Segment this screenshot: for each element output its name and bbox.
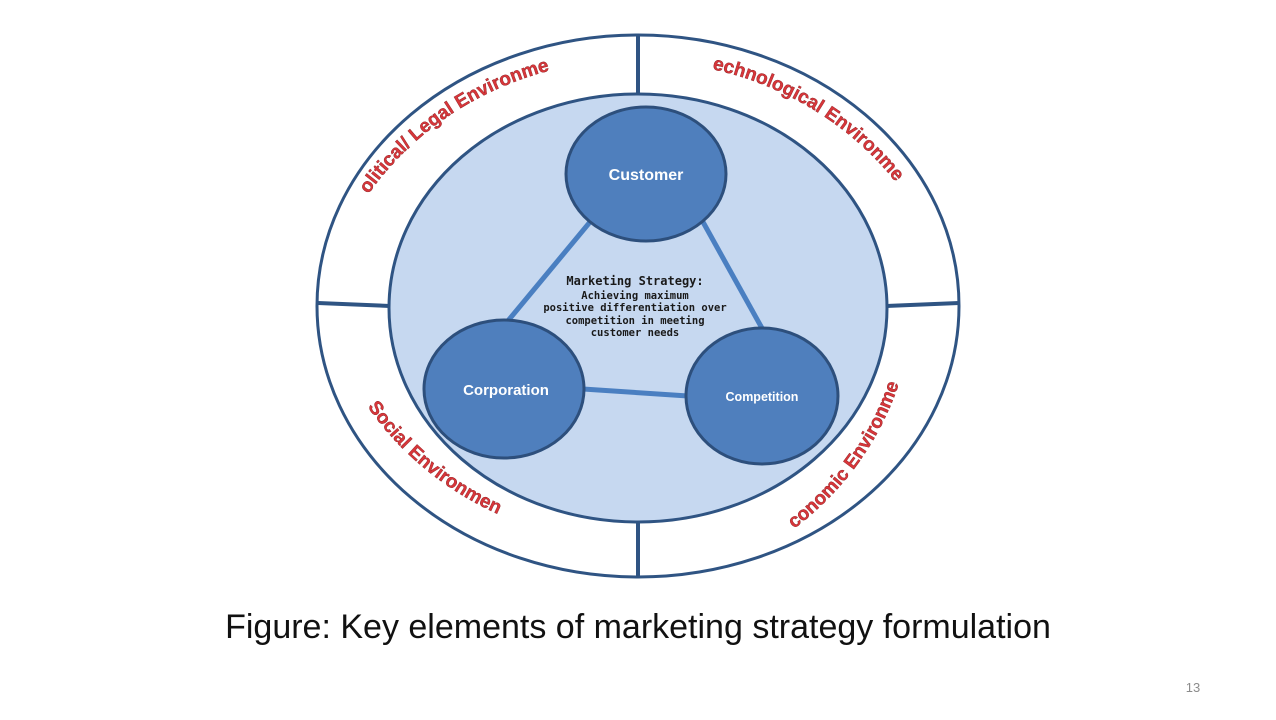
strategy-line: competition in meeting — [565, 315, 704, 327]
divider-left — [317, 301, 391, 308]
strategy-line: Achieving maximum — [581, 290, 688, 302]
customer-node — [564, 105, 728, 243]
connector-corporation-competition — [582, 386, 689, 399]
divider-right — [885, 301, 960, 308]
connector-customer-corporation — [505, 220, 592, 324]
customer-label: Customer — [609, 167, 684, 184]
connector-customer-competition — [700, 220, 766, 332]
figure-caption: Figure: Key elements of marketing strate… — [225, 608, 1051, 646]
strategy-line: customer needs — [591, 327, 680, 339]
competition-label: Competition — [726, 390, 799, 404]
page-number: 13 — [1185, 680, 1201, 695]
corporation-node — [422, 318, 586, 460]
corporation-label: Corporation — [463, 382, 549, 399]
strategy-line: positive differentiation over — [543, 302, 726, 314]
competition-node — [684, 326, 840, 466]
strategy-title: Marketing Strategy: — [566, 274, 703, 288]
